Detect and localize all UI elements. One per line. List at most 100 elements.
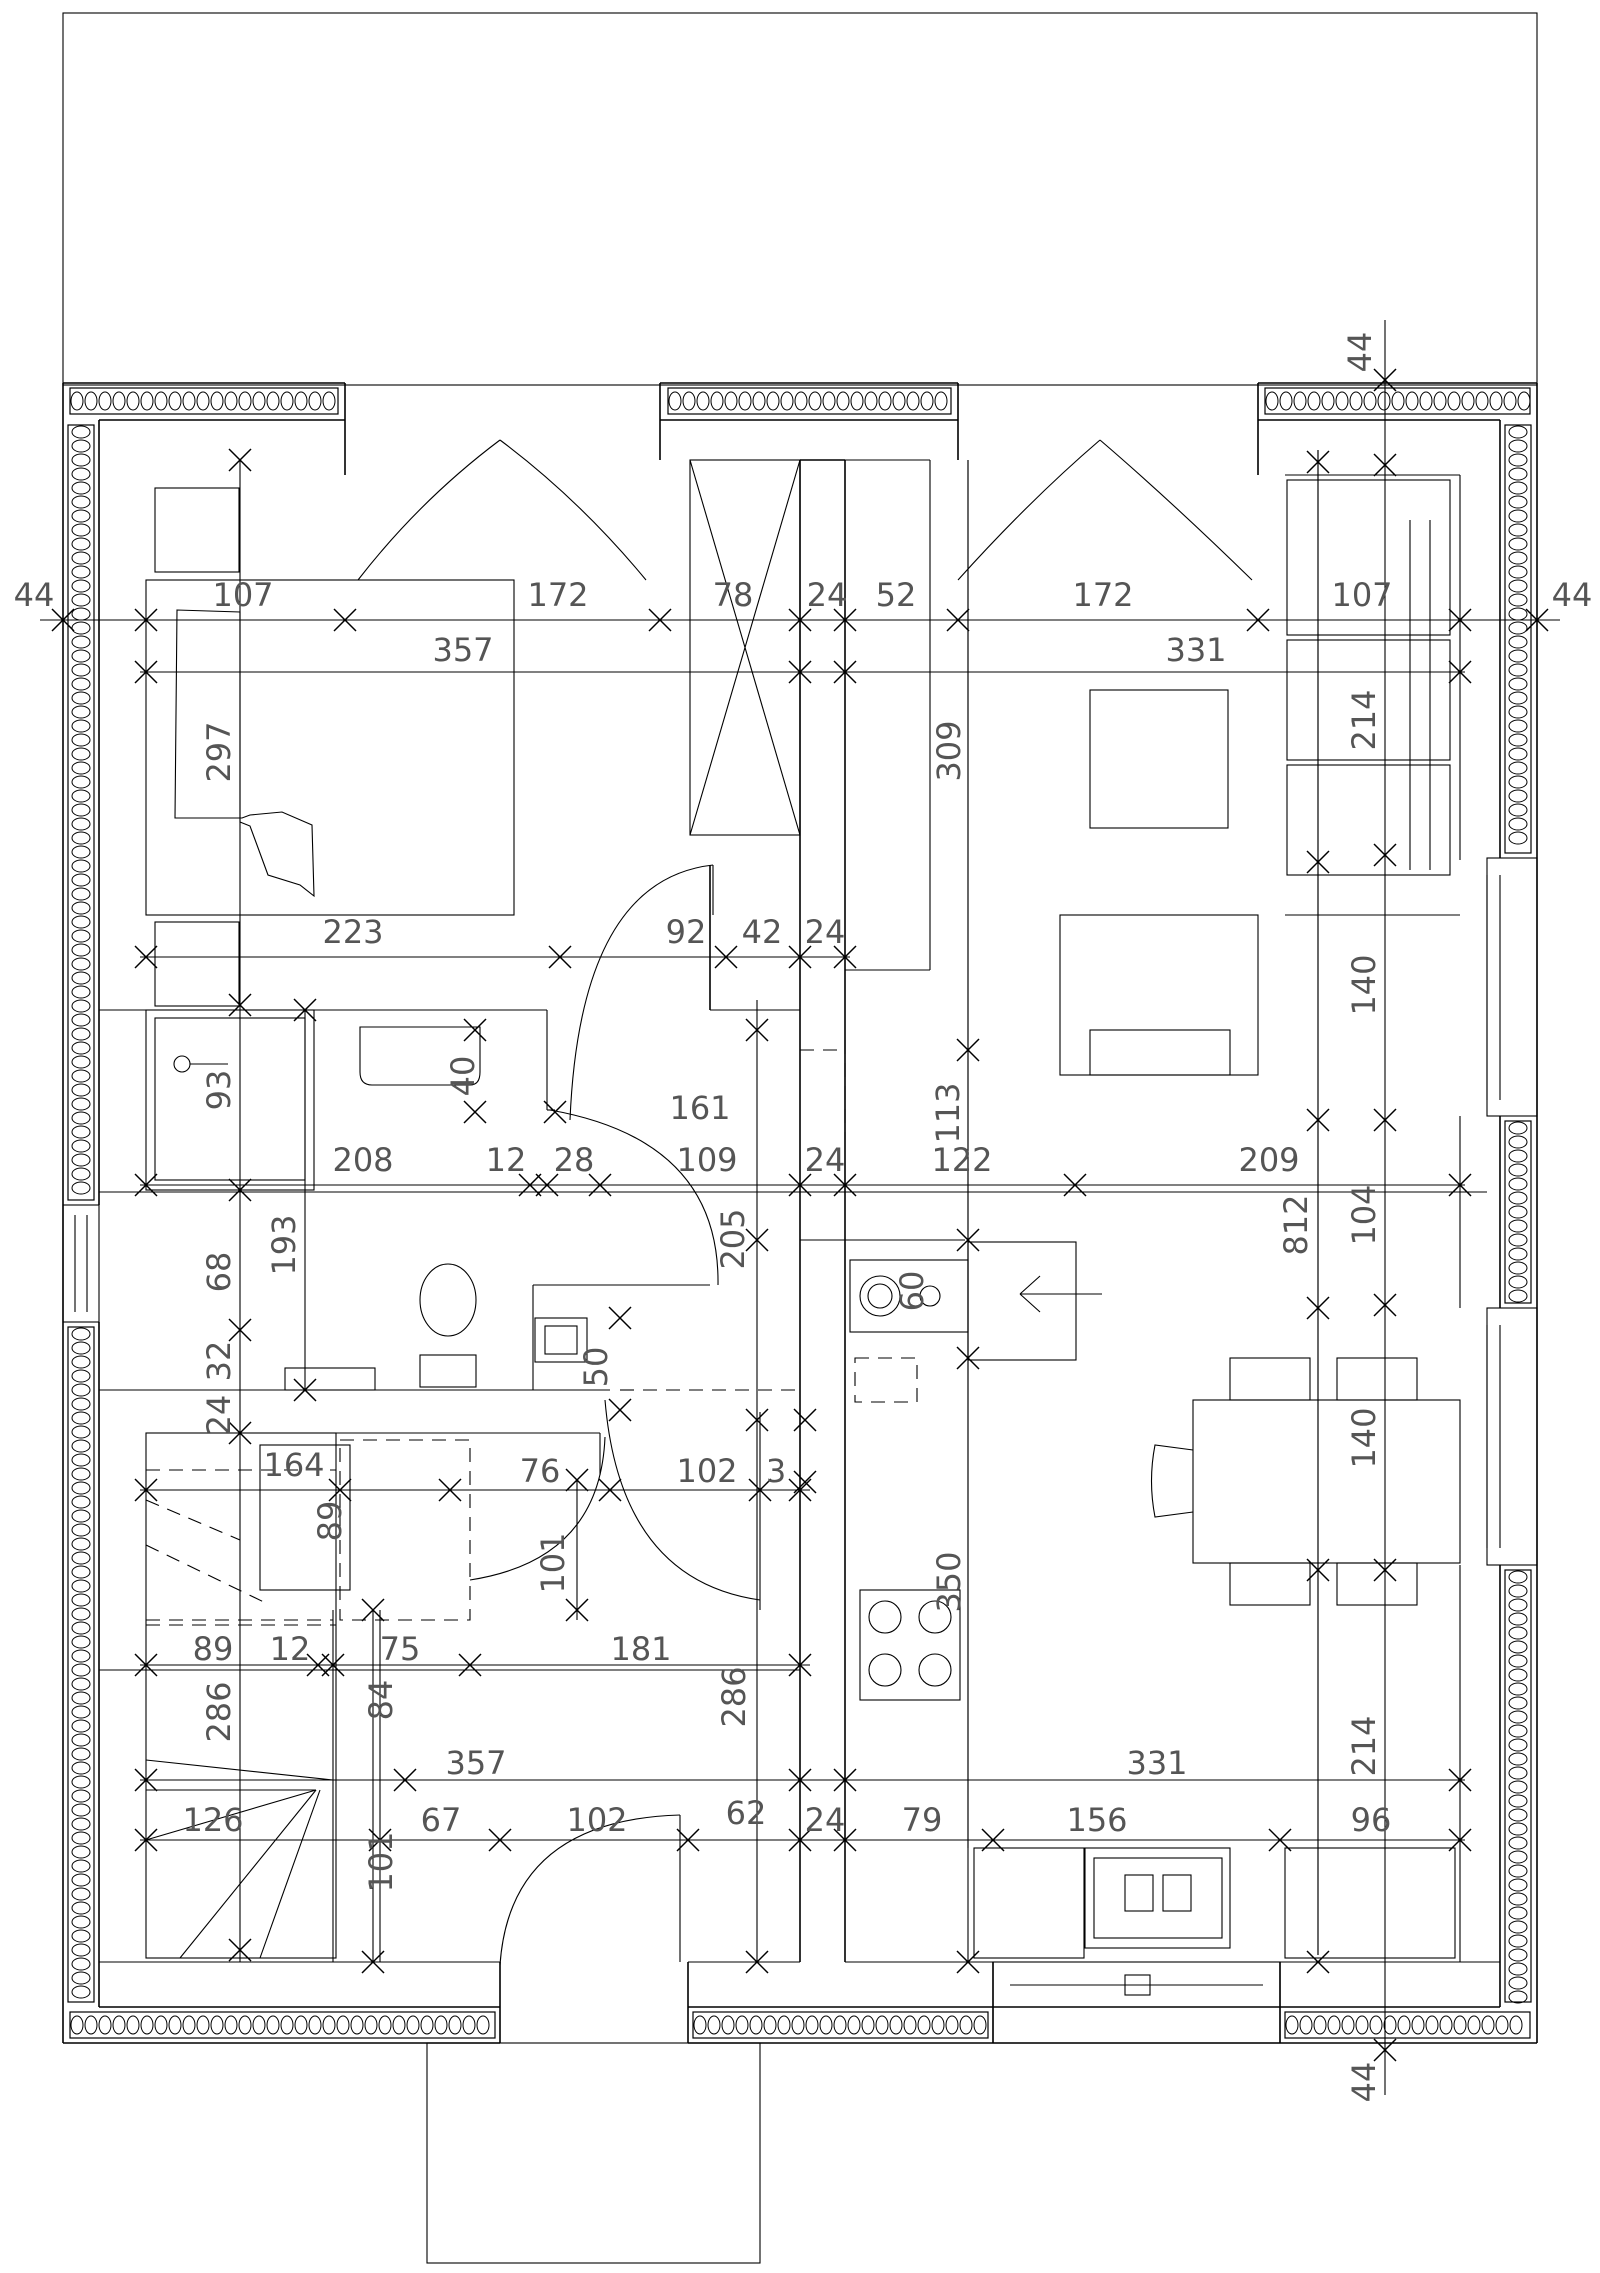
dimension-tick	[51, 608, 75, 632]
dimension-tick	[228, 1421, 252, 1445]
dimension-tick	[1306, 450, 1330, 474]
dimension-tick	[565, 1598, 589, 1622]
dimension-tick	[981, 1828, 1005, 1852]
dimension-label: 172	[527, 576, 588, 614]
dimension-label: 89	[193, 1630, 234, 1668]
dimension-tick	[714, 945, 738, 969]
dimension-tick	[788, 945, 812, 969]
dimension-tick	[1373, 1558, 1397, 1582]
bathroom-fixtures	[145, 1009, 588, 1391]
exterior-walls	[62, 382, 1538, 2044]
dimension-label: 357	[432, 631, 493, 669]
dimension-label: 193	[265, 1214, 303, 1275]
dimension-label: 44	[14, 576, 55, 614]
dimension-tick	[458, 1653, 482, 1677]
dimension-label: 107	[1331, 576, 1392, 614]
dimension-tick	[488, 1828, 512, 1852]
dimension-tick	[833, 608, 857, 632]
dimension-tick	[361, 1950, 385, 1974]
dimension-tick	[648, 608, 672, 632]
dimension-label: 126	[182, 1801, 243, 1839]
dimension-tick	[134, 945, 158, 969]
dimension-tick	[956, 1228, 980, 1252]
dimension-label: 44	[1345, 2062, 1383, 2103]
dimension-label: 107	[212, 576, 273, 614]
dimension-tick	[1063, 1173, 1087, 1197]
dashed-guides	[146, 1040, 846, 1621]
dimension-tick	[608, 1398, 632, 1422]
dimension-label: 3	[766, 1452, 786, 1490]
dimension-label: 181	[610, 1630, 671, 1668]
dimension-label: 67	[421, 1801, 462, 1839]
dimension-label: 68	[200, 1252, 238, 1293]
dimension-tick	[368, 1828, 392, 1852]
dimension-tick	[745, 1228, 769, 1252]
dimension-tick	[1448, 1768, 1472, 1792]
dimension-tick	[518, 1173, 542, 1197]
dimension-tick	[1448, 1173, 1472, 1197]
dimension-label: 12	[270, 1630, 311, 1668]
stairs	[145, 1432, 471, 1959]
dimension-label: 140	[1345, 954, 1383, 1015]
dimension-label: 208	[332, 1141, 393, 1179]
dimension-label: 309	[930, 720, 968, 781]
dimension-label: 164	[263, 1446, 324, 1484]
dimension-tick	[333, 608, 357, 632]
dimension-tick	[1306, 1950, 1330, 1974]
dimension-tick	[788, 1173, 812, 1197]
dimension-tick	[745, 1408, 769, 1432]
dimension-tick	[134, 660, 158, 684]
dimension-tick	[588, 1173, 612, 1197]
dimension-label: 28	[554, 1141, 595, 1179]
dimension-tick	[134, 1653, 158, 1677]
dimension-label: 102	[676, 1452, 737, 1490]
dimension-label: 42	[742, 913, 783, 951]
dimension-tick	[1373, 453, 1397, 477]
dimension-tick	[438, 1478, 462, 1502]
dimension-tick	[788, 660, 812, 684]
dimension-label: 113	[929, 1082, 967, 1143]
dimension-tick	[956, 1038, 980, 1062]
dimension-tick	[833, 1828, 857, 1852]
dimension-tick	[788, 1828, 812, 1852]
dimension-label: 161	[669, 1089, 730, 1127]
dimension-label: 78	[713, 576, 754, 614]
dimension-tick	[1373, 843, 1397, 867]
dimension-tick	[788, 608, 812, 632]
dimension-label: 60	[893, 1271, 931, 1312]
dimension-ticks	[51, 368, 1549, 2062]
kitchen-units	[849, 1241, 1456, 1959]
dimension-label: 52	[876, 576, 917, 614]
dimension-tick	[1306, 1108, 1330, 1132]
dimension-tick	[228, 448, 252, 472]
windows	[62, 857, 1538, 2044]
dimension-label: 122	[931, 1141, 992, 1179]
dimension-label: 297	[200, 721, 238, 782]
dimension-tick	[134, 608, 158, 632]
dimension-tick	[833, 1768, 857, 1792]
dimension-tick	[745, 1018, 769, 1042]
dimension-tick	[228, 1938, 252, 1962]
dimension-tick	[548, 945, 572, 969]
roof-outline	[62, 12, 1538, 386]
dimension-tick	[833, 660, 857, 684]
dimension-tick	[361, 1598, 385, 1622]
dimension-tick	[946, 608, 970, 632]
dimension-label: 331	[1126, 1744, 1187, 1782]
insulation-left	[67, 424, 95, 2003]
dimension-label: 44	[1552, 576, 1593, 614]
dimension-tick	[788, 1768, 812, 1792]
dimension-label: 24	[807, 576, 848, 614]
dimension-label: 12	[486, 1141, 527, 1179]
dimension-tick	[833, 945, 857, 969]
dimension-tick	[293, 1378, 317, 1402]
dimension-tick	[228, 1318, 252, 1342]
dimension-tick	[793, 1408, 817, 1432]
dimension-tick	[676, 1828, 700, 1852]
dimension-tick	[788, 1653, 812, 1677]
dimension-tick	[393, 1768, 417, 1792]
dimension-label: 24	[805, 913, 846, 951]
dimension-tick	[598, 1478, 622, 1502]
